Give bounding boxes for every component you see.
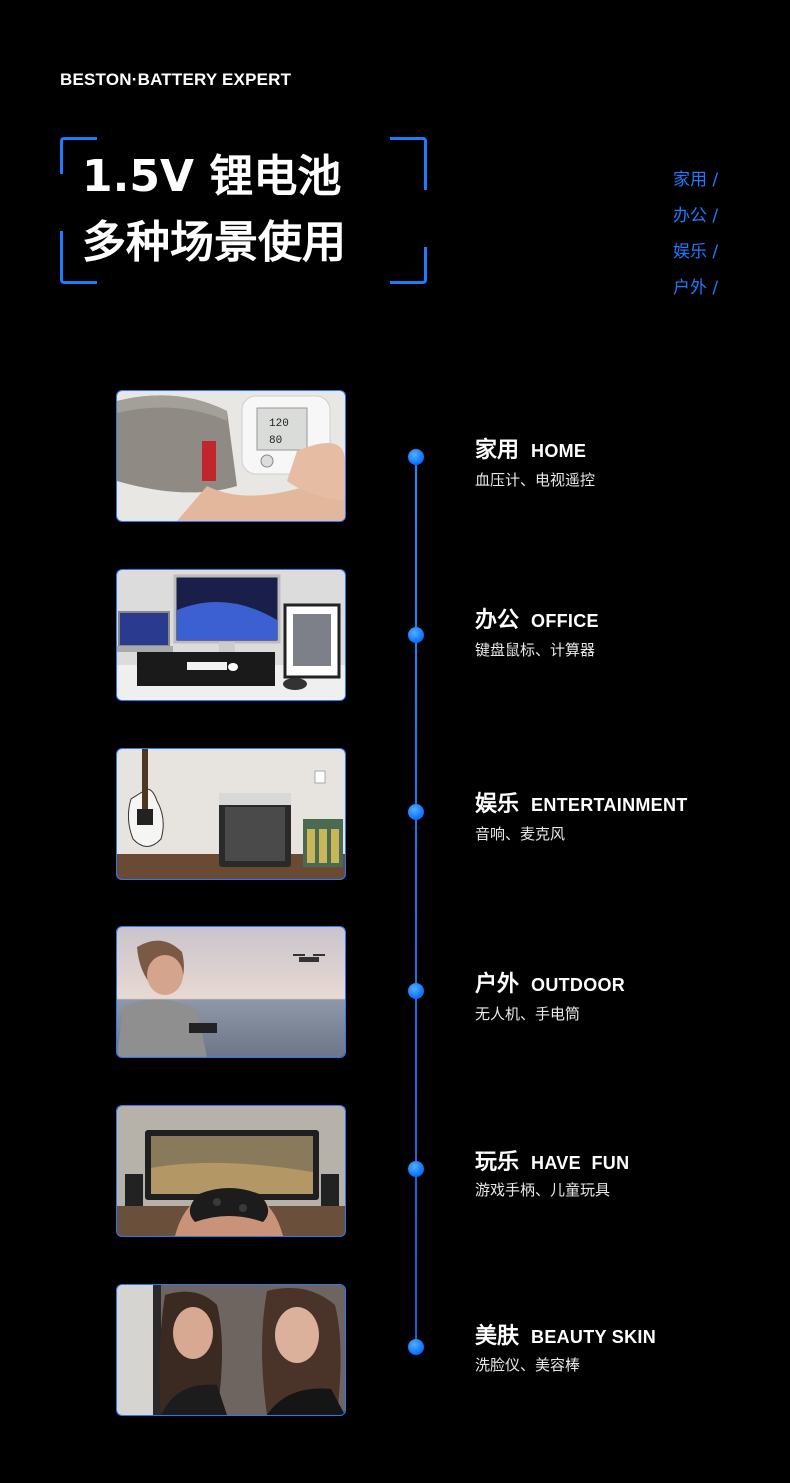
scene-photo-drone-pilot — [116, 926, 346, 1058]
scene-title-en: BEAUTY SKIN — [531, 1327, 657, 1347]
side-category-entertainment: 娱乐 / — [673, 242, 719, 262]
scene-label-have-fun: 玩乐 HAVE FUN — [475, 1144, 629, 1176]
brand-name: BESTON·BATTERY EXPERT — [60, 70, 292, 89]
timeline-dot-have-fun — [408, 1161, 424, 1177]
side-category-outdoor: 户外 / — [673, 278, 719, 298]
timeline-dot-entertainment — [408, 804, 424, 820]
scene-photo-blood-pressure-monitor: 120 80 — [116, 390, 346, 522]
scene-row-office: 办公 OFFICE 键盘鼠标、计算器 — [0, 569, 790, 701]
svg-text:80: 80 — [269, 435, 282, 447]
frame-corner-top-right — [390, 137, 427, 190]
side-category-list: 家用 / 办公 / 娱乐 / 户外 / — [673, 168, 718, 312]
scene-label-beauty-skin: 美肤 BEAUTY SKIN — [475, 1318, 656, 1350]
scene-title-cn: 娱乐 — [475, 792, 520, 817]
scene-label-outdoor: 户外 OUTDOOR — [475, 966, 625, 998]
scene-row-home: 120 80 家用 HOME 血压计、电视遥控 — [0, 390, 790, 522]
frame-corner-bottom-right — [390, 247, 427, 284]
scene-label-entertainment: 娱乐 ENTERTAINMENT — [475, 786, 688, 818]
scene-description: 游戏手柄、儿童玩具 — [475, 1181, 611, 1199]
frame-corner-bottom-left — [60, 231, 97, 284]
scene-title-en: HOME — [531, 441, 587, 461]
scene-description: 无人机、手电筒 — [475, 1005, 581, 1023]
scene-title-en: OFFICE — [531, 611, 599, 631]
scene-description: 血压计、电视遥控 — [475, 471, 596, 489]
scene-title-en: OUTDOOR — [531, 975, 626, 995]
scene-description: 洗脸仪、美容棒 — [475, 1356, 581, 1374]
scene-row-entertainment: 娱乐 ENTERTAINMENT 音响、麦克风 — [0, 748, 790, 880]
scene-title-cn: 家用 — [475, 438, 520, 463]
scene-description: 音响、麦克风 — [475, 825, 566, 843]
timeline-line — [415, 456, 417, 1348]
scene-row-beauty-skin: 美肤 BEAUTY SKIN 洗脸仪、美容棒 — [0, 1284, 790, 1416]
frame-corner-top-left — [60, 137, 97, 174]
scene-title-cn: 办公 — [475, 608, 520, 633]
timeline-dot-office — [408, 627, 424, 643]
page-title-line-1: 1.5V 锂电池 — [82, 151, 342, 202]
scene-description: 键盘鼠标、计算器 — [475, 641, 596, 659]
timeline-dot-outdoor — [408, 983, 424, 999]
timeline-dot-home — [408, 449, 424, 465]
side-category-office: 办公 / — [673, 206, 719, 226]
title-frame: 1.5V 锂电池 多种场景使用 — [60, 137, 427, 284]
scene-title-en: HAVE FUN — [531, 1153, 630, 1173]
scene-photo-guitar-amp — [116, 748, 346, 880]
side-category-home: 家用 / — [673, 170, 719, 190]
scene-photo-beauty-mirror — [116, 1284, 346, 1416]
scene-row-outdoor: 户外 OUTDOOR 无人机、手电筒 — [0, 926, 790, 1058]
scene-title-en: ENTERTAINMENT — [531, 795, 688, 815]
scene-photo-office-desk — [116, 569, 346, 701]
svg-text:120: 120 — [269, 418, 289, 430]
scene-label-office: 办公 OFFICE — [475, 602, 599, 634]
scene-photo-game-controller — [116, 1105, 346, 1237]
scene-title-cn: 户外 — [475, 972, 520, 997]
scene-title-cn: 美肤 — [475, 1324, 520, 1349]
scene-title-cn: 玩乐 — [475, 1150, 520, 1175]
scene-row-have-fun: 玩乐 HAVE FUN 游戏手柄、儿童玩具 — [0, 1105, 790, 1237]
page-title-line-2: 多种场景使用 — [82, 217, 346, 268]
timeline-dot-beauty-skin — [408, 1339, 424, 1355]
scene-label-home: 家用 HOME — [475, 432, 586, 464]
